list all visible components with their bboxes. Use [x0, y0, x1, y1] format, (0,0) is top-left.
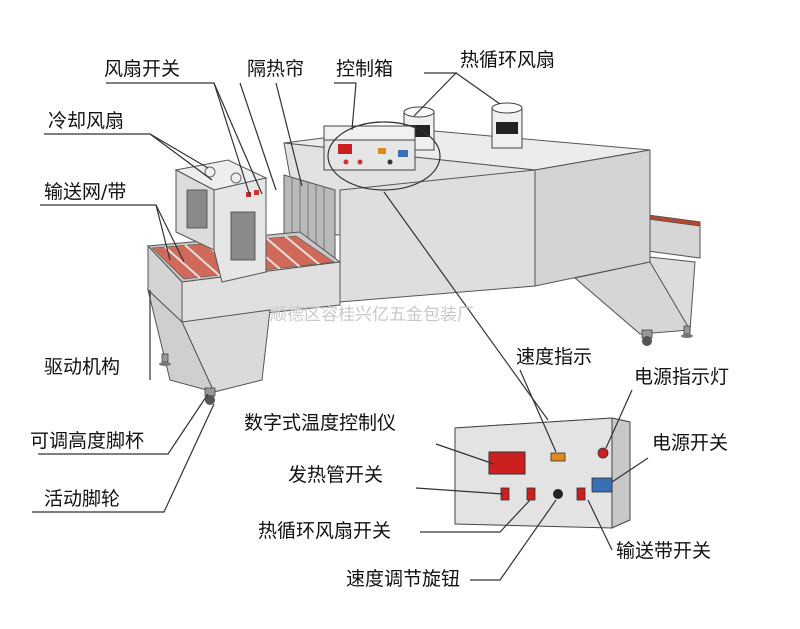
label-heater-switch: 发热管开关	[288, 464, 384, 486]
control-box-small	[323, 125, 416, 171]
cooling-fan-housing	[174, 159, 268, 283]
leader-lines	[32, 72, 649, 581]
label-cooling-fan: 冷却风扇	[48, 110, 125, 132]
label-speed-indicator: 速度指示	[516, 346, 593, 368]
circulation-fan-motor-2	[491, 102, 523, 149]
label-circulation-fan: 热循环风扇	[460, 49, 556, 71]
speed-knob-icon	[553, 489, 563, 499]
power-switch-icon	[591, 477, 613, 493]
label-heat-curtain: 隔热帘	[247, 58, 305, 80]
label-control-box: 控制箱	[336, 58, 394, 80]
watermark: 顺德区容桂兴亿五金包装厂	[270, 305, 474, 325]
label-speed-knob: 速度调节旋钮	[346, 568, 461, 590]
label-adjustable-foot: 可调高度脚杯	[30, 430, 145, 452]
label-temp-controller: 数字式温度控制仪	[244, 412, 397, 434]
label-conveyor-switch: 输送带开关	[616, 540, 712, 562]
label-circ-fan-switch: 热循环风扇开关	[258, 520, 392, 542]
label-conveyor-belt: 输送网/带	[44, 181, 127, 203]
label-caster: 活动脚轮	[44, 488, 121, 510]
label-fan-switch: 风扇开关	[104, 58, 181, 80]
casters	[159, 325, 693, 405]
label-drive-mechanism: 驱动机构	[44, 356, 121, 378]
speed-indicator-light	[550, 452, 566, 462]
power-indicator-light	[597, 447, 609, 459]
label-power-indicator: 电源指示灯	[634, 366, 730, 388]
zoom-circle	[327, 121, 441, 191]
left-leg	[147, 288, 271, 393]
temp-display	[488, 451, 526, 475]
label-power-switch: 电源开关	[652, 432, 729, 454]
control-box-detail	[454, 417, 631, 529]
